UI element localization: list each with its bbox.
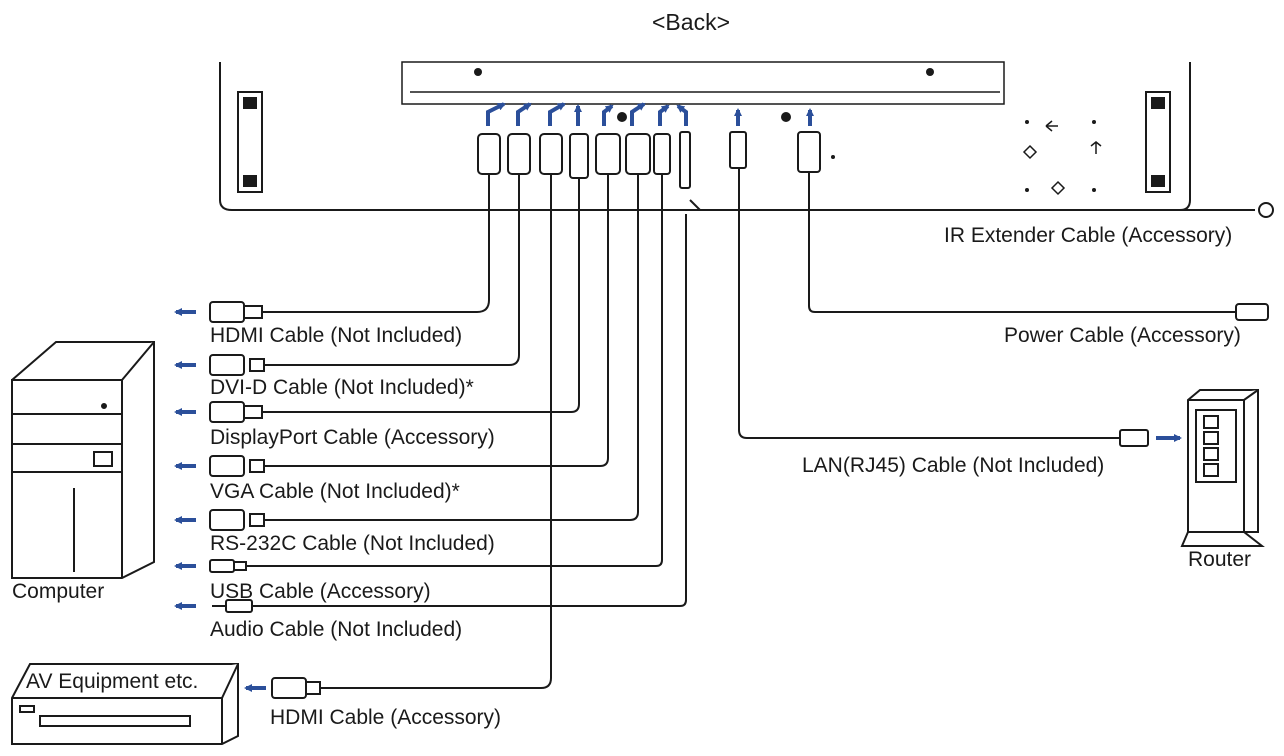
label-lan-cable: LAN(RJ45) Cable (Not Included) bbox=[802, 454, 1105, 477]
label-dvi-d-cable: DVI-D Cable (Not Included)* bbox=[210, 376, 474, 399]
label-usb-cable: USB Cable (Accessory) bbox=[210, 580, 431, 603]
computer-tower bbox=[11, 341, 155, 579]
av-equipment-device bbox=[11, 663, 239, 745]
label-hdmi-cable-accessory: HDMI Cable (Accessory) bbox=[270, 706, 502, 729]
label-ir-extender-cable: IR Extender Cable (Accessory) bbox=[944, 224, 1233, 247]
label-hdmi-cable-not-included: HDMI Cable (Not Included) bbox=[210, 324, 463, 347]
router-device bbox=[1180, 389, 1265, 547]
monitor-back bbox=[219, 61, 1191, 211]
mount-bracket-left bbox=[237, 91, 263, 193]
label-displayport-cable: DisplayPort Cable (Accessory) bbox=[210, 426, 495, 449]
label-audio-cable: Audio Cable (Not Included) bbox=[210, 618, 463, 641]
vesa-marks bbox=[1022, 120, 1102, 196]
label-power-cable: Power Cable (Accessory) bbox=[1004, 324, 1241, 347]
cable-end-connectors bbox=[209, 202, 1274, 699]
mount-bracket-right bbox=[1145, 91, 1171, 193]
label-av-equipment: AV Equipment etc. bbox=[26, 670, 199, 693]
monitor-plugs bbox=[477, 131, 821, 189]
label-rs232c-cable: RS-232C Cable (Not Included) bbox=[210, 532, 495, 555]
label-vga-cable: VGA Cable (Not Included)* bbox=[210, 480, 460, 503]
port-arrows bbox=[486, 102, 814, 126]
label-router: Router bbox=[1188, 548, 1252, 571]
label-computer: Computer bbox=[12, 580, 105, 603]
screw-holes bbox=[474, 68, 1096, 192]
diagram-title: <Back> bbox=[652, 9, 730, 35]
output-arrows bbox=[174, 308, 1182, 692]
cables bbox=[246, 168, 1255, 689]
